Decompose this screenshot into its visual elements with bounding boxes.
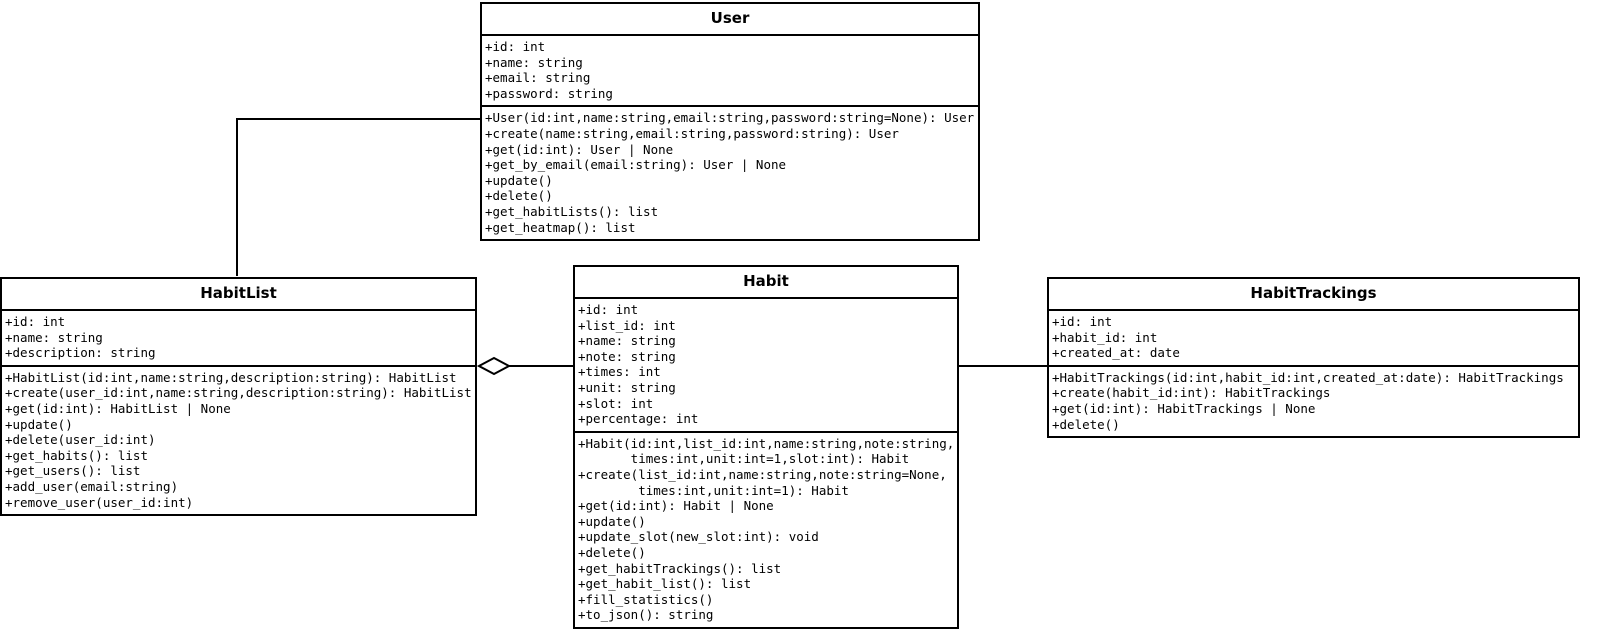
attribute-row: +percentage: int	[578, 411, 699, 427]
attribute-row: +name: string	[485, 54, 583, 70]
attribute-row: +list_id: int	[578, 317, 676, 333]
edge-user-habitlist-vertical	[236, 118, 238, 276]
method-row-continuation: times:int,unit:int=1,slot:int): Habit	[578, 451, 910, 467]
edge-habit-habittrackings	[957, 365, 1049, 367]
class-box-habitlist[interactable]: HabitList +id: int +name: string +descri…	[0, 277, 477, 517]
method-row: +get(id:int): HabitTrackings | None	[1052, 400, 1316, 416]
method-row: +get_habitLists(): list	[485, 203, 659, 219]
method-row: +HabitList(id:int,name:string,descriptio…	[5, 369, 457, 385]
method-row: +delete()	[578, 544, 646, 560]
attribute-row: +name: string	[578, 333, 676, 349]
method-row: +get_by_email(email:string): User | None	[485, 157, 787, 173]
class-title-habitlist: HabitList	[2, 279, 475, 311]
attribute-row: +id: int	[1052, 314, 1113, 329]
method-row: +update()	[485, 172, 553, 188]
method-row: +get_habit_list(): list	[578, 576, 752, 592]
edge-habitlist-habit	[505, 365, 575, 367]
method-row: +create(name:string,email:string,passwor…	[485, 125, 899, 141]
method-row: +delete()	[1052, 416, 1120, 432]
attribute-row: +slot: int	[578, 395, 654, 411]
attribute-row: +email: string	[485, 70, 591, 86]
method-row: +Habit(id:int,list_id:int,name:string,no…	[578, 435, 955, 451]
method-row: +get_users(): list	[5, 463, 141, 479]
attribute-row: +description: string	[5, 345, 156, 361]
method-row: +get(id:int): User | None	[485, 141, 674, 157]
method-row: +create(list_id:int,name:string,note:str…	[578, 466, 947, 482]
method-row: +add_user(email:string)	[5, 478, 179, 494]
attribute-row: +id: int	[485, 39, 546, 54]
method-row: +create(user_id:int,name:string,descript…	[5, 385, 472, 401]
class-methods-habitlist: +HabitList(id:int,name:string,descriptio…	[2, 367, 475, 514]
method-row: +get_heatmap(): list	[485, 219, 636, 235]
class-attributes-habitlist: +id: int +name: string +description: str…	[2, 311, 475, 367]
class-title-user: User	[482, 4, 978, 36]
method-row: +update_slot(new_slot:int): void	[578, 529, 819, 545]
class-title-habittrackings: HabitTrackings	[1049, 279, 1578, 311]
method-row: +get_habits(): list	[5, 447, 148, 463]
class-methods-user: +User(id:int,name:string,email:string,pa…	[482, 107, 978, 239]
method-row: +delete()	[485, 188, 553, 204]
class-box-habit[interactable]: Habit +id: int +list_id: int +name: stri…	[573, 265, 959, 629]
class-title-habit: Habit	[575, 267, 957, 299]
method-row: +remove_user(user_id:int)	[5, 494, 194, 510]
method-row: +HabitTrackings(id:int,habit_id:int,crea…	[1052, 369, 1564, 385]
aggregation-diamond-icon	[477, 356, 511, 376]
method-row: +update()	[5, 416, 73, 432]
attribute-row: +name: string	[5, 329, 103, 345]
class-methods-habittrackings: +HabitTrackings(id:int,habit_id:int,crea…	[1049, 367, 1578, 436]
class-methods-habit: +Habit(id:int,list_id:int,name:string,no…	[575, 433, 957, 627]
method-row: +delete(user_id:int)	[5, 432, 156, 448]
class-attributes-user: +id: int +name: string +email: string +p…	[482, 36, 978, 108]
class-box-habittrackings[interactable]: HabitTrackings +id: int +habit_id: int +…	[1047, 277, 1580, 439]
method-row-continuation: times:int,unit:int=1): Habit	[578, 482, 849, 498]
attribute-row: +created_at: date	[1052, 345, 1180, 361]
attribute-row: +unit: string	[578, 379, 676, 395]
method-row: +update()	[578, 513, 646, 529]
class-attributes-habittrackings: +id: int +habit_id: int +created_at: dat…	[1049, 311, 1578, 367]
class-attributes-habit: +id: int +list_id: int +name: string +no…	[575, 299, 957, 433]
method-row: +to_json(): string	[578, 607, 714, 623]
method-row: +get(id:int): Habit | None	[578, 498, 774, 514]
attribute-row: +habit_id: int	[1052, 329, 1158, 345]
attribute-row: +times: int	[578, 364, 661, 380]
method-row: +get_habitTrackings(): list	[578, 560, 782, 576]
method-row: +User(id:int,name:string,email:string,pa…	[485, 110, 975, 126]
edge-user-habitlist-horizontal	[236, 118, 481, 120]
method-row: +get(id:int): HabitList | None	[5, 400, 231, 416]
method-row: +fill_statistics()	[578, 591, 714, 607]
attribute-row: +id: int	[578, 302, 639, 317]
attribute-row: +password: string	[485, 85, 613, 101]
attribute-row: +note: string	[578, 348, 676, 364]
method-row: +create(habit_id:int): HabitTrackings	[1052, 385, 1331, 401]
class-box-user[interactable]: User +id: int +name: string +email: stri…	[480, 2, 980, 242]
attribute-row: +id: int	[5, 314, 66, 329]
